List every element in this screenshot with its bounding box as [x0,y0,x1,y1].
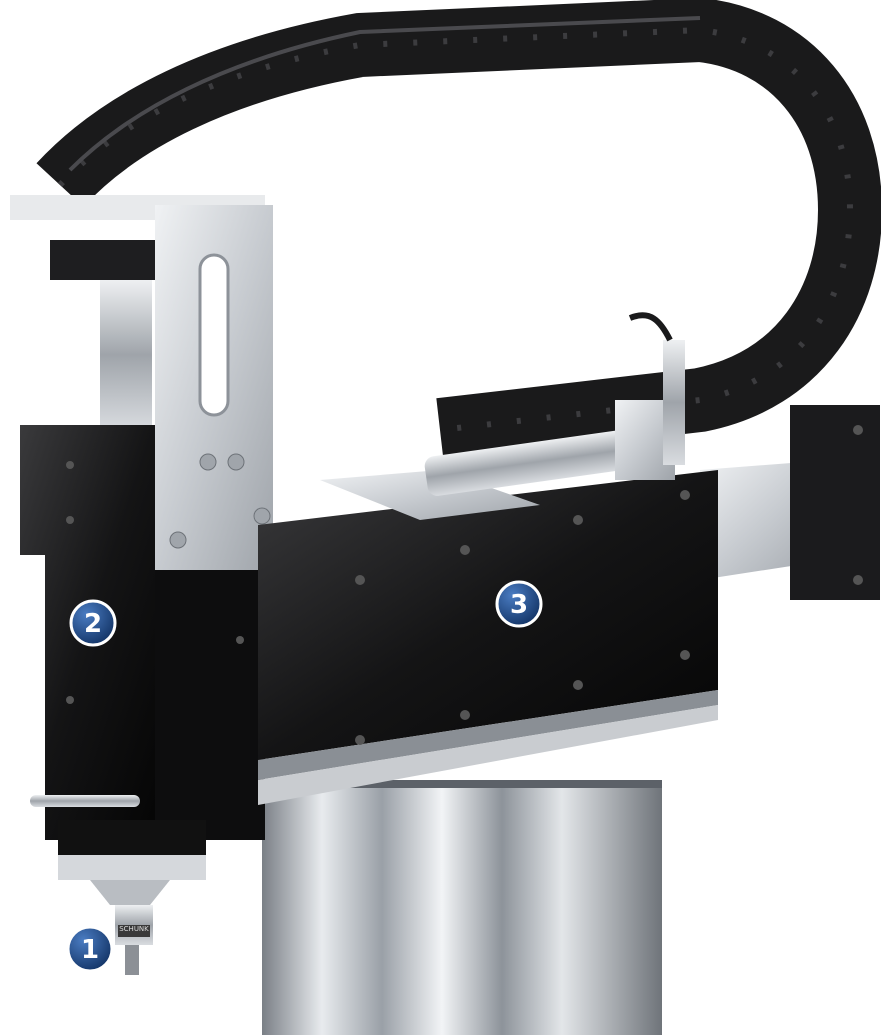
shock-absorber [320,312,685,520]
horizontal-carriage-block [258,470,718,805]
marker-2-label: 2 [84,609,102,639]
cable-carrier-chain [36,0,881,462]
marker-1-label: 1 [81,935,99,965]
marker-1: 1 [66,925,114,973]
marker-3: 3 [495,580,543,628]
mounting-bracket [10,195,273,575]
brand-label: SCHUNK [119,925,149,933]
horizontal-guide-beam [700,405,880,600]
vertical-rail-profile [262,780,662,1035]
marker-3-label: 3 [510,590,528,620]
marker-2: 2 [69,599,117,647]
gripper-module [30,795,206,975]
